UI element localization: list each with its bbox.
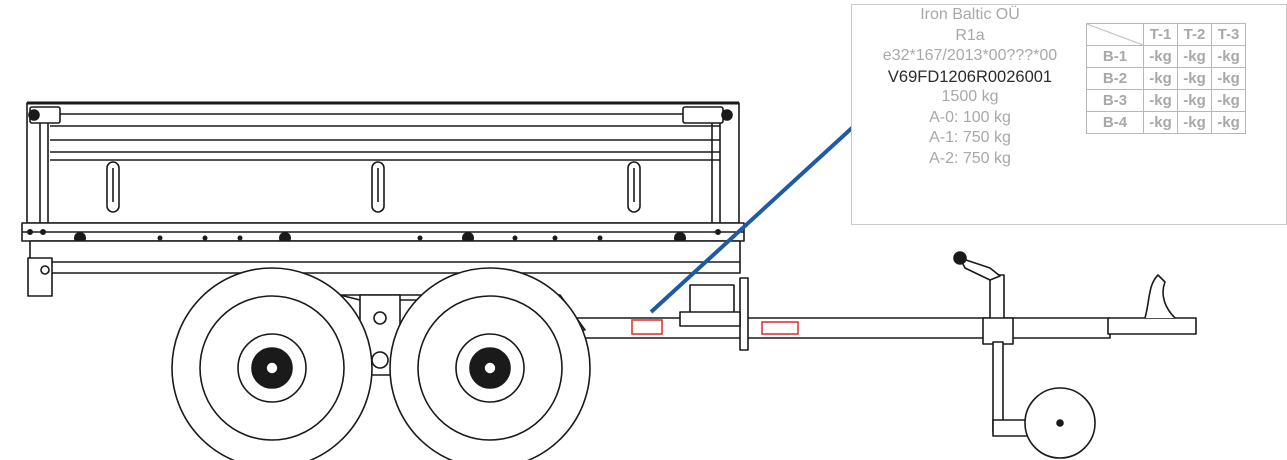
column-header: T-1 [1143,23,1178,46]
table-cell: -kg [1177,45,1212,68]
table-cell: -kg [1143,89,1178,112]
max-mass: 1500 kg [941,88,999,105]
table-row: B-3 -kg -kg -kg [1086,89,1246,112]
table-row: B-4 -kg -kg -kg [1086,111,1246,134]
table-cell: -kg [1177,111,1212,134]
row-header: B-1 [1086,45,1144,68]
table-row: B-2 -kg -kg -kg [1086,67,1246,90]
cargo-box [21,101,745,242]
row-header: B-4 [1086,111,1144,134]
plate-text: Iron Baltic OÜ R1a e32*167/2013*00???*00… [852,5,1088,169]
approval-number: e32*167/2013*00???*00 [882,47,1058,64]
vin-number: V69FD1206R0026001 [887,67,1053,86]
table-cell: -kg [1211,111,1246,134]
table-cell: -kg [1143,45,1178,68]
table-cell: -kg [1177,89,1212,112]
reflector-marker [761,321,799,335]
drawbar [559,274,1197,351]
jockey-wheel [953,251,1096,459]
category-label: R1a [955,26,985,44]
axle-load-a2: A-2: 750 kg [929,149,1011,167]
leader-line [649,114,867,314]
table-cell: -kg [1211,89,1246,112]
row-header: B-3 [1086,89,1144,112]
axle-load-a1: A-1: 750 kg [929,129,1011,146]
axle-load-a0: A-0: 100 kg [929,108,1011,126]
manufacturer-label: Iron Baltic OÜ [920,6,1020,23]
table-cell: -kg [1143,111,1178,134]
reflector-marker [631,319,663,335]
table-cell: -kg [1211,45,1246,68]
table-row: B-1 -kg -kg -kg [1086,45,1246,68]
table-cell: -kg [1211,67,1246,90]
wheel-front [389,267,591,460]
towing-load-table: T-1 T-2 T-3 B-1 -kg -kg -kg B-2 -kg -kg … [1086,23,1246,134]
identification-plate: Iron Baltic OÜ R1a e32*167/2013*00???*00… [851,4,1287,225]
column-header: T-3 [1211,23,1246,46]
row-header: B-2 [1086,67,1144,90]
chassis [27,240,741,297]
wheel-rear [171,267,373,460]
table-cell: -kg [1177,67,1212,90]
table-cell: -kg [1143,67,1178,90]
table-corner-cell [1086,23,1144,46]
column-header: T-2 [1177,23,1212,46]
